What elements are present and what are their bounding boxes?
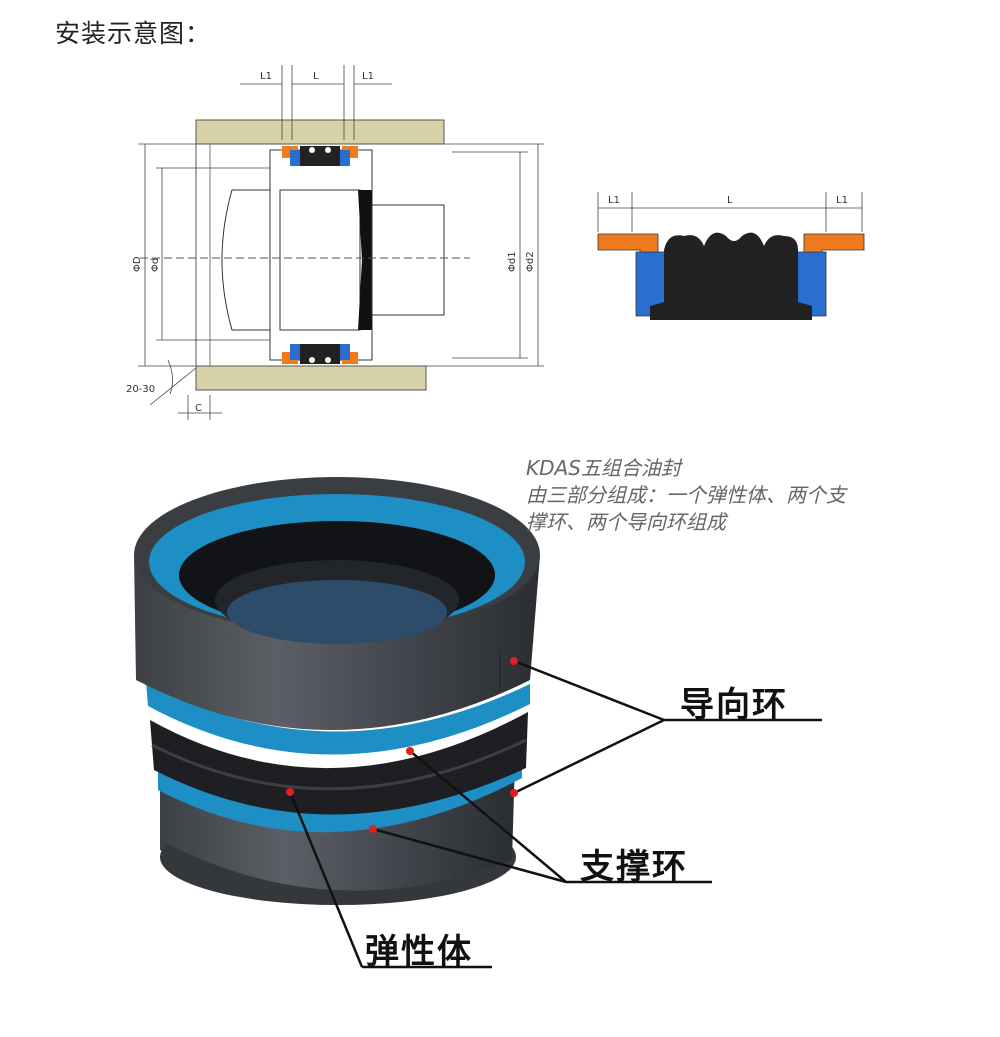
elastomer-section bbox=[650, 232, 812, 320]
page-title: 安装示意图： bbox=[55, 19, 212, 48]
dim-l: L bbox=[313, 71, 319, 82]
product-description: KDAS五组合油封 由三部分组成：一个弹性体、两个支 撑环、两个导向环组成 bbox=[526, 455, 946, 536]
dim-angle: 20-30 bbox=[126, 384, 155, 395]
piston-core bbox=[279, 189, 361, 331]
right-dimensions bbox=[426, 143, 544, 367]
top-dimensions bbox=[240, 65, 392, 140]
left-dimensions bbox=[138, 143, 270, 367]
dim-l1-left: L1 bbox=[260, 71, 272, 82]
dim-phi-D: ΦD bbox=[132, 256, 143, 272]
dim-phi-d2: Φd2 bbox=[525, 251, 536, 272]
angle-marker bbox=[149, 359, 222, 420]
dim-phi-d1: Φd1 bbox=[507, 251, 518, 272]
callout-guide-ring: 导向环 bbox=[680, 685, 788, 725]
description-line-1: KDAS五组合油封 bbox=[526, 456, 681, 480]
elastomer-groove bbox=[151, 738, 527, 791]
lower-support-ring bbox=[158, 760, 522, 833]
bottom-seal bbox=[282, 344, 358, 364]
section-l1-left: L1 bbox=[608, 195, 620, 206]
description-line-2: 由三部分组成：一个弹性体、两个支 bbox=[526, 483, 846, 507]
description-line-3: 撑环、两个导向环组成 bbox=[526, 510, 726, 534]
callout-lines bbox=[288, 659, 822, 969]
section-l: L bbox=[727, 195, 733, 206]
section-l1-right: L1 bbox=[836, 195, 848, 206]
housing-top bbox=[195, 119, 445, 145]
callout-markers bbox=[286, 657, 518, 833]
top-seal bbox=[282, 146, 358, 166]
callout-support-ring: 支撑环 bbox=[580, 847, 688, 887]
rod-end bbox=[221, 189, 271, 331]
housing-bottom bbox=[195, 365, 427, 391]
dim-l1-right: L1 bbox=[362, 71, 374, 82]
chamfer bbox=[358, 190, 372, 330]
inner-bottom bbox=[227, 580, 447, 644]
section-dimensions bbox=[597, 192, 863, 232]
dim-c: C bbox=[195, 403, 202, 414]
rod bbox=[371, 204, 445, 316]
elastomer-band bbox=[150, 712, 528, 815]
upper-support-ring bbox=[146, 682, 530, 755]
dim-phi-d: Φd bbox=[150, 258, 161, 272]
callout-elastomer: 弹性体 bbox=[365, 932, 473, 972]
